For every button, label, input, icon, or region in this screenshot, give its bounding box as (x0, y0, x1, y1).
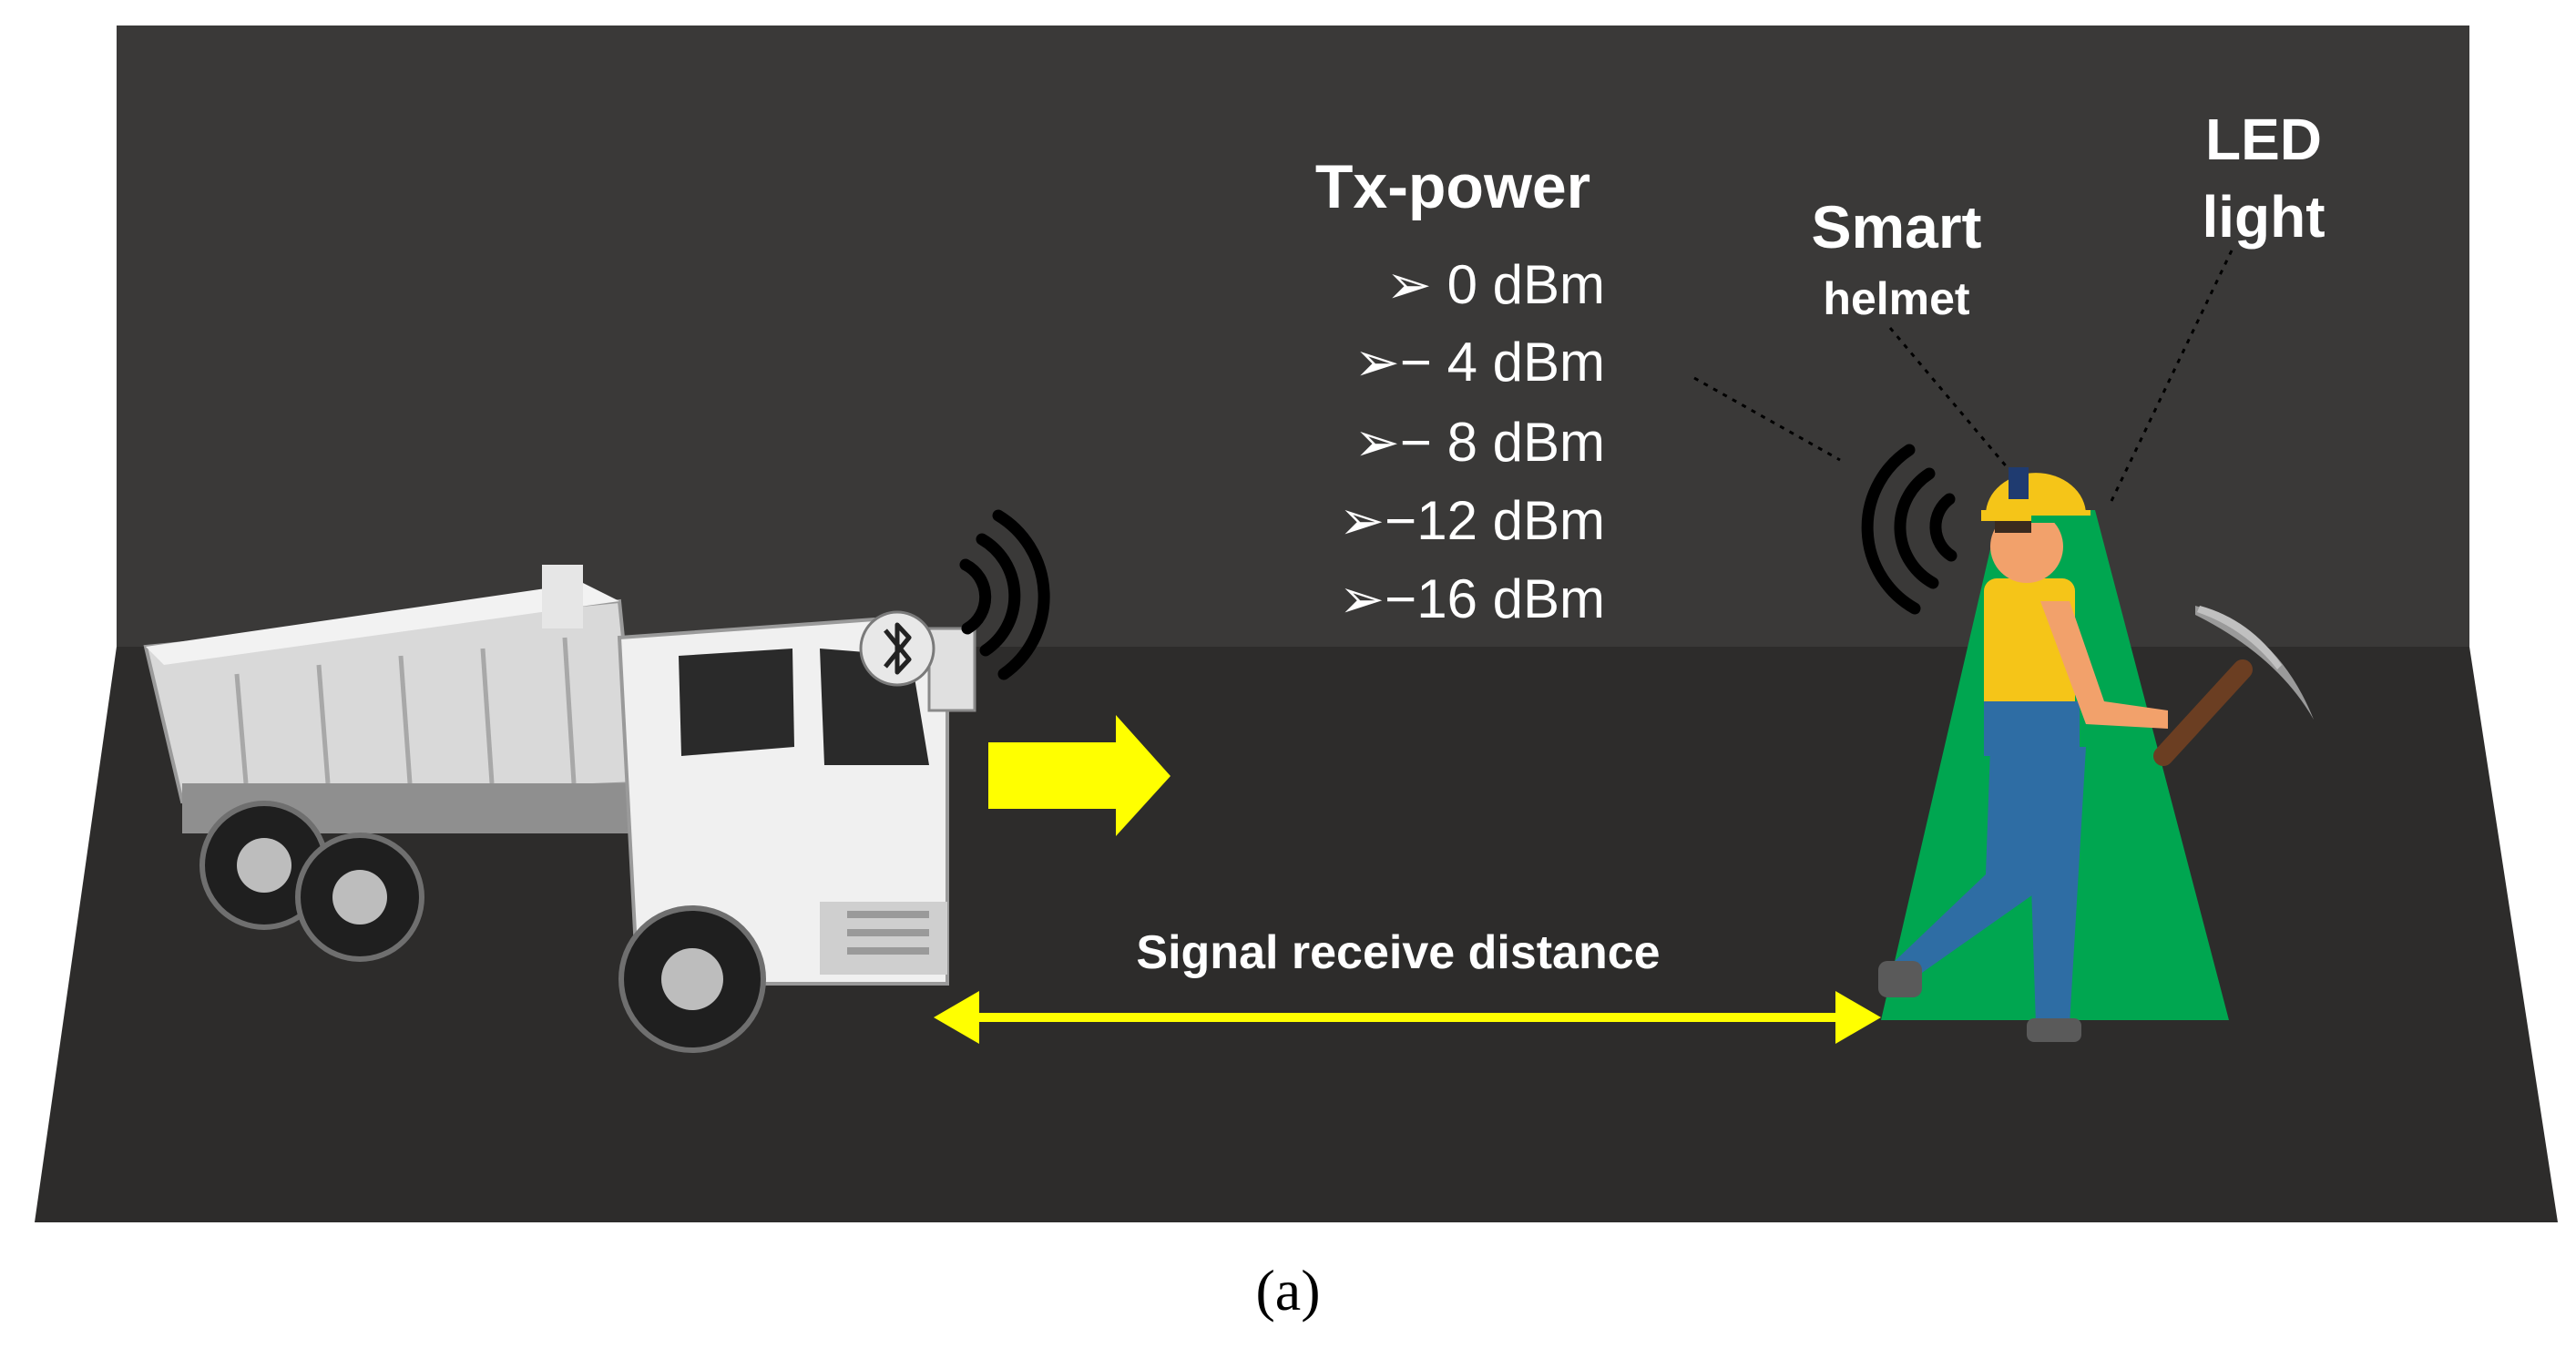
leader-lines (1693, 250, 2234, 502)
tx-power-title: Tx-power (1315, 152, 1590, 221)
pickaxe (2153, 606, 2314, 766)
dump-truck (143, 565, 976, 1053)
led-label-line2: light (2202, 184, 2325, 250)
helmet-signal-waves-icon (1861, 444, 1958, 615)
helmet-label: helmet (1823, 273, 1970, 324)
figure-caption: (a) (1255, 1258, 1321, 1323)
tx-power-level-1: ➢− 4 dBm (1354, 332, 1605, 393)
led-label-line1: LED (2205, 107, 2322, 172)
back-wall (117, 26, 2469, 647)
double-arrow-icon (934, 991, 1881, 1044)
distance-label: Signal receive distance (1136, 926, 1660, 979)
tx-power-level-4: ➢−16 dBm (1339, 568, 1605, 629)
tx-power-level-0: ➢ 0 dBm (1386, 254, 1605, 315)
tx-power-level-2: ➢− 8 dBm (1354, 412, 1605, 473)
tx-power-level-3: ➢−12 dBm (1339, 490, 1605, 551)
direction-arrow-icon (988, 715, 1170, 836)
worker (1878, 467, 2168, 1042)
smart-label: Smart (1811, 193, 1981, 261)
bluetooth-icon (859, 610, 935, 687)
truck-signal-waves-icon (959, 509, 1050, 680)
